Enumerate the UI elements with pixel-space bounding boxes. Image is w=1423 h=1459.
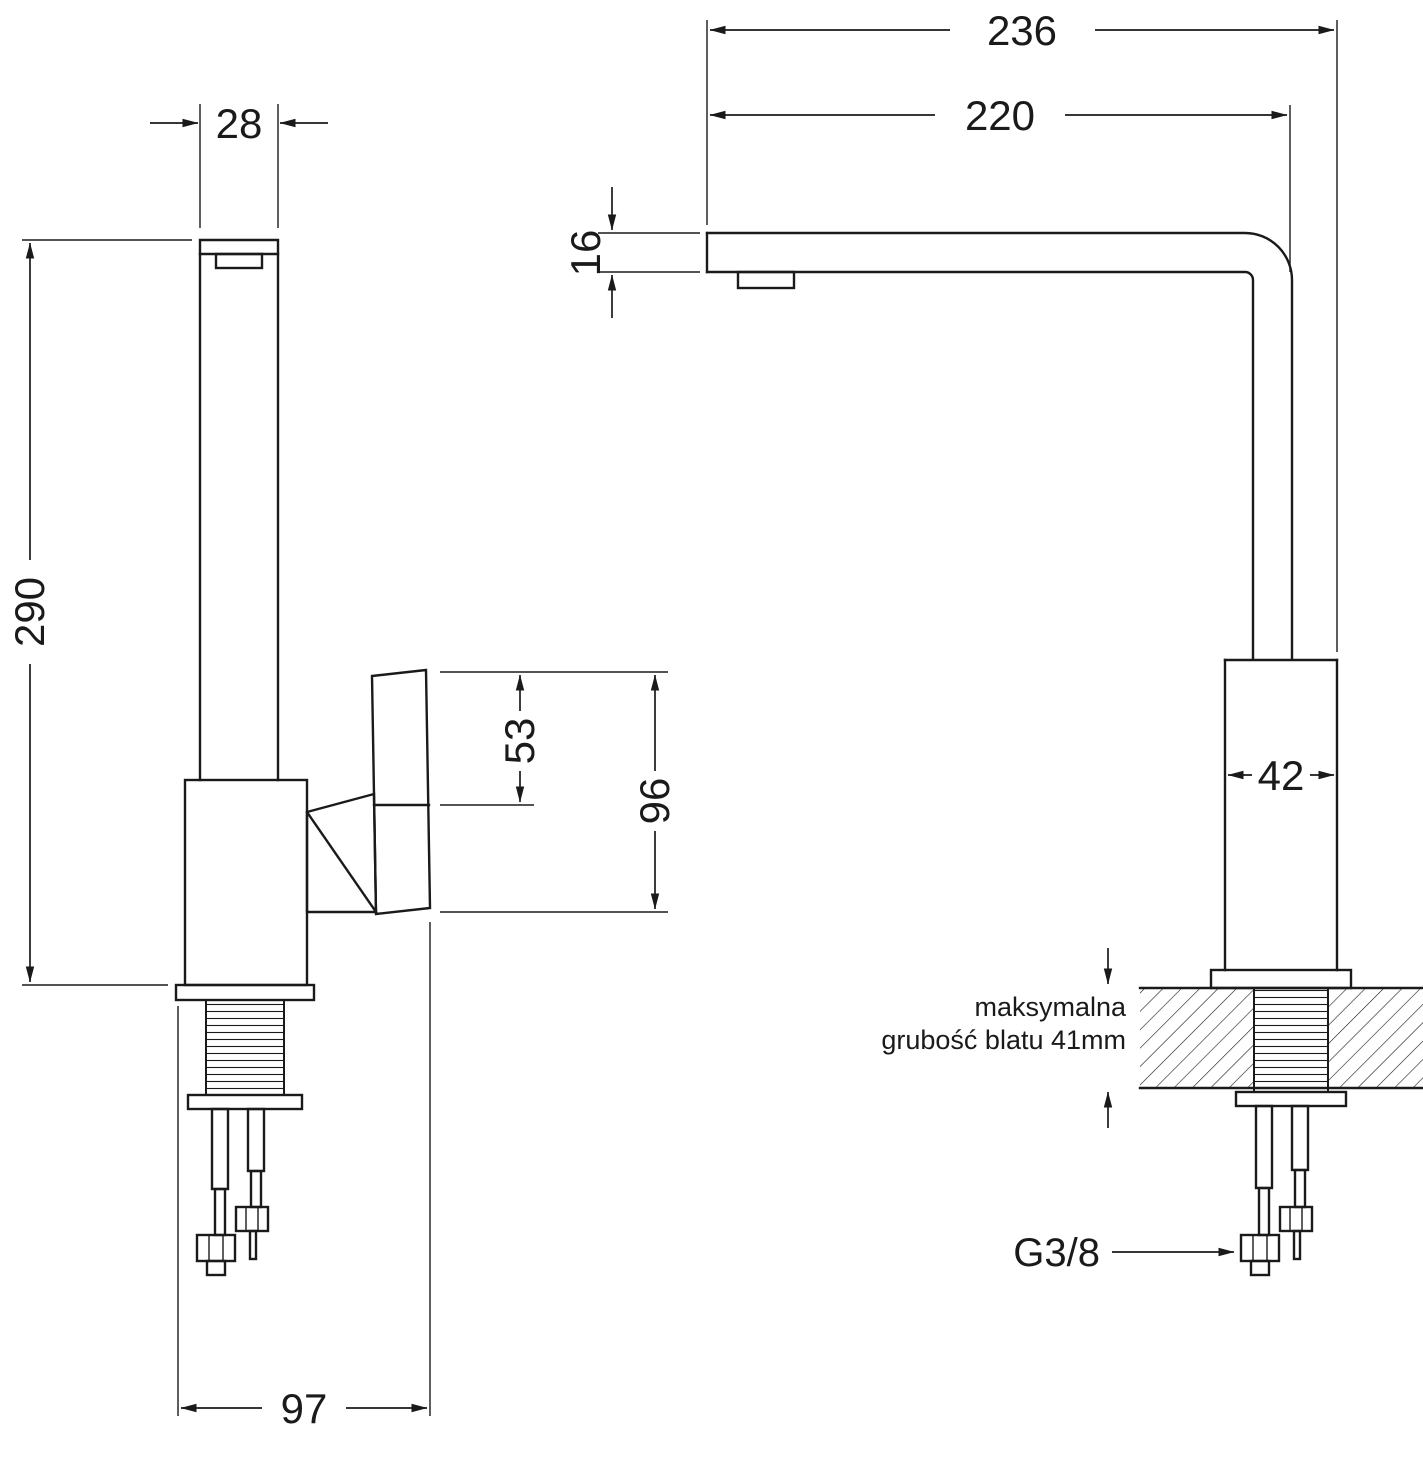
dim-base-depth-97: 97 <box>177 922 431 1432</box>
dim-total-reach-236: 236 <box>706 7 1338 652</box>
dim-total-height-290: 290 <box>6 239 192 986</box>
side-body <box>183 778 309 987</box>
side-spout-cap <box>214 252 264 270</box>
dim-handle-upper-53: 53 <box>440 671 668 806</box>
dim-label-28: 28 <box>216 100 263 147</box>
front-mounting-stud-right <box>1278 1104 1314 1261</box>
side-washer <box>186 1093 304 1111</box>
side-mounting-stud-right <box>234 1107 270 1261</box>
front-threaded-shank <box>1253 987 1329 1093</box>
front-view <box>705 231 1423 1277</box>
note-line-1: maksymalna <box>974 992 1127 1022</box>
dim-label-53: 53 <box>496 718 543 765</box>
side-handle-mount <box>305 792 378 914</box>
thread-callout: G3/8 <box>1013 1231 1235 1275</box>
front-spout-inner <box>705 270 1255 660</box>
side-handle-blade <box>370 668 432 916</box>
front-base-flange <box>1209 968 1353 990</box>
dim-spout-thickness-16: 16 <box>562 187 700 318</box>
thread-label: G3/8 <box>1013 1231 1100 1275</box>
front-aerator <box>736 270 796 290</box>
dim-body-width-42: 42 <box>1227 752 1335 799</box>
dim-spout-reach-220: 220 <box>709 92 1291 272</box>
countertop-note: maksymalna grubość blatu 41mm <box>881 948 1127 1128</box>
side-base-flange <box>174 983 316 1002</box>
dim-label-220: 220 <box>965 92 1035 139</box>
dim-spout-width-28: 28 <box>150 100 328 228</box>
side-view <box>174 238 432 1277</box>
front-washer <box>1234 1090 1348 1108</box>
front-mounting-stud-left <box>1239 1104 1281 1277</box>
side-handle-mount-diagonal <box>305 810 378 914</box>
dim-label-42: 42 <box>1258 752 1305 799</box>
side-spout-column <box>198 238 280 782</box>
dim-label-236: 236 <box>987 7 1057 54</box>
dim-label-97: 97 <box>281 1385 328 1432</box>
dim-handle-length-96: 96 <box>440 674 678 913</box>
countertop-hatch-right <box>1328 988 1423 1088</box>
side-mounting-stud-left <box>195 1107 237 1277</box>
front-spout-outer <box>705 231 1294 660</box>
side-threaded-shank <box>205 999 285 1096</box>
countertop-hatch-left <box>1140 988 1254 1088</box>
note-line-2: grubość blatu 41mm <box>881 1025 1126 1055</box>
dim-label-16: 16 <box>562 230 609 277</box>
dim-label-96: 96 <box>631 778 678 825</box>
dim-label-290: 290 <box>6 577 53 647</box>
